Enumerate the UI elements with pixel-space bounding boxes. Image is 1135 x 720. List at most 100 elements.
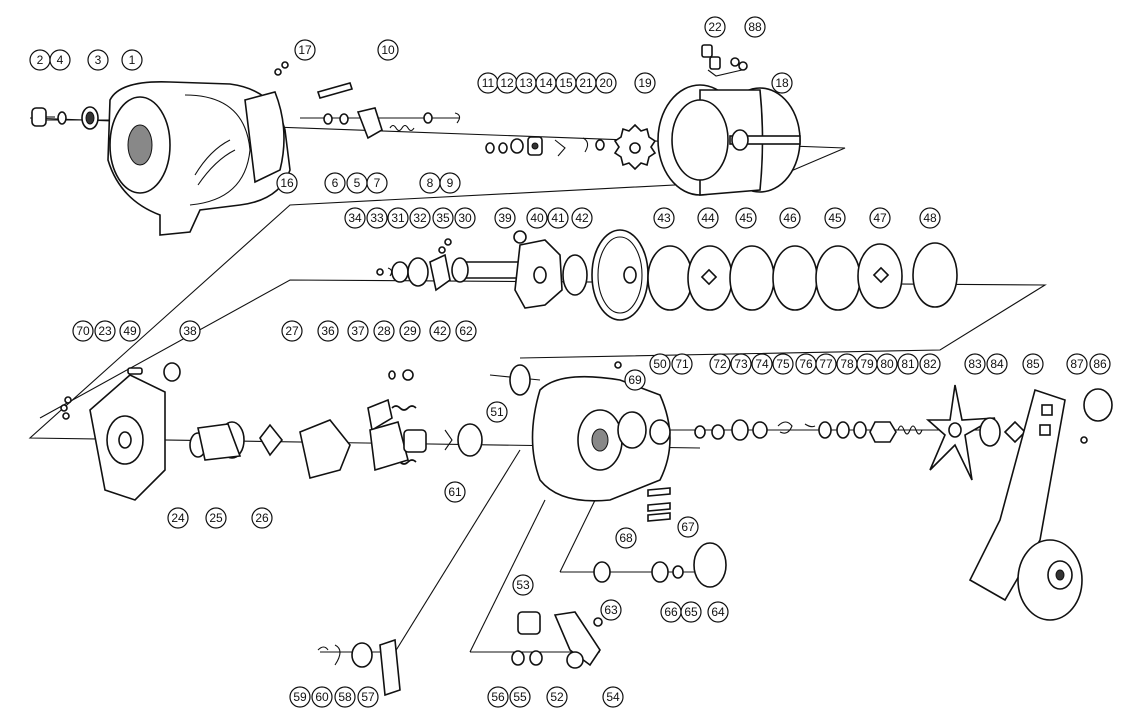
callout-c1: 1: [121, 49, 143, 71]
callout-circle: [512, 574, 534, 596]
callout-circle: [709, 353, 731, 375]
callout-label: 29: [403, 324, 417, 338]
callout-c2: 2: [29, 49, 51, 71]
callout-c18: 18: [771, 72, 793, 94]
callout-label: 63: [604, 603, 618, 617]
callout-label: 45: [828, 211, 842, 225]
callout-c61: 61: [444, 481, 466, 503]
callout-label: 88: [748, 20, 762, 34]
callout-circle: [771, 72, 793, 94]
callout-circle: [919, 207, 941, 229]
callout-c62: 62: [455, 320, 477, 342]
callout-c83: 83: [964, 353, 986, 375]
callout-circle: [317, 320, 339, 342]
callout-label: 73: [734, 357, 748, 371]
callout-label: 77: [819, 357, 833, 371]
callout-label: 45: [739, 211, 753, 225]
callout-c9: 9: [439, 172, 461, 194]
callout-label: 22: [708, 20, 722, 34]
callout-c23: 23: [94, 320, 116, 342]
callout-circle: [772, 353, 794, 375]
callout-label: 37: [351, 324, 365, 338]
callout-label: 15: [559, 76, 573, 90]
callout-c40: 40: [526, 207, 548, 229]
callout-label: 80: [880, 357, 894, 371]
callout-label: 68: [619, 531, 633, 545]
callout-c15: 15: [555, 72, 577, 94]
callout-circle: [744, 16, 766, 38]
callout-label: 24: [171, 511, 185, 525]
callout-label: 40: [530, 211, 544, 225]
callout-circle: [1089, 353, 1111, 375]
callout-c35: 35: [432, 207, 454, 229]
callout-label: 6: [332, 176, 339, 190]
callout-label: 11: [482, 76, 495, 90]
callout-circle: [334, 686, 356, 708]
callout-c79: 79: [856, 353, 878, 375]
callout-c37: 37: [347, 320, 369, 342]
callout-c74: 74: [751, 353, 773, 375]
callout-label: 85: [1026, 357, 1040, 371]
callout-label: 79: [860, 357, 874, 371]
callout-circle: [49, 49, 71, 71]
callout-label: 38: [183, 324, 197, 338]
callout-label: 57: [361, 690, 375, 704]
callout-c38: 38: [179, 320, 201, 342]
callout-label: 86: [1093, 357, 1107, 371]
callout-c11: 11: [477, 72, 499, 94]
spool: [657, 44, 801, 196]
callout-c55: 55: [509, 686, 531, 708]
callout-label: 46: [783, 211, 797, 225]
callout-circle: [454, 207, 476, 229]
callout-c88: 88: [744, 16, 766, 38]
callout-c32: 32: [409, 207, 431, 229]
callout-circle: [677, 516, 699, 538]
callout-circle: [487, 686, 509, 708]
callout-c42b: 42: [429, 320, 451, 342]
callout-circle: [730, 353, 752, 375]
callout-label: 34: [348, 211, 362, 225]
callout-c82: 82: [919, 353, 941, 375]
callout-label: 8: [427, 176, 434, 190]
callout-label: 1: [129, 53, 136, 67]
callout-label: 33: [370, 211, 384, 225]
callout-label: 30: [458, 211, 472, 225]
callout-label: 76: [799, 357, 813, 371]
callout-c59: 59: [289, 686, 311, 708]
callout-c14: 14: [535, 72, 557, 94]
callout-circle: [595, 72, 617, 94]
callout-c10: 10: [377, 39, 399, 61]
callout-c49: 49: [119, 320, 141, 342]
frame-assembly: [31, 61, 461, 236]
callout-label: 44: [701, 211, 715, 225]
callout-label: 75: [776, 357, 790, 371]
callout-label: 5: [354, 176, 361, 190]
callout-label: 53: [516, 578, 530, 592]
callout-label: 21: [579, 76, 593, 90]
callout-circle: [824, 207, 846, 229]
callout-label: 52: [550, 690, 564, 704]
callout-circle: [869, 207, 891, 229]
callout-label: 58: [338, 690, 352, 704]
callout-label: 51: [490, 405, 504, 419]
callout-c3: 3: [87, 49, 109, 71]
callout-circle: [634, 72, 656, 94]
callout-c43: 43: [653, 207, 675, 229]
callout-label: 64: [711, 605, 725, 619]
callout-circle: [432, 207, 454, 229]
callout-c50: 50: [649, 353, 671, 375]
callout-c24: 24: [167, 507, 189, 529]
callout-circle: [704, 16, 726, 38]
callout-c12: 12: [496, 72, 518, 94]
callout-circle: [281, 320, 303, 342]
callout-circle: [366, 207, 388, 229]
callout-label: 56: [491, 690, 505, 704]
callout-circle: [546, 686, 568, 708]
callout-label: 72: [713, 357, 727, 371]
callout-label: 61: [448, 485, 462, 499]
callout-c6: 6: [324, 172, 346, 194]
callout-c13: 13: [515, 72, 537, 94]
callout-c84: 84: [986, 353, 1008, 375]
callout-c29: 29: [399, 320, 421, 342]
callout-label: 54: [606, 690, 620, 704]
